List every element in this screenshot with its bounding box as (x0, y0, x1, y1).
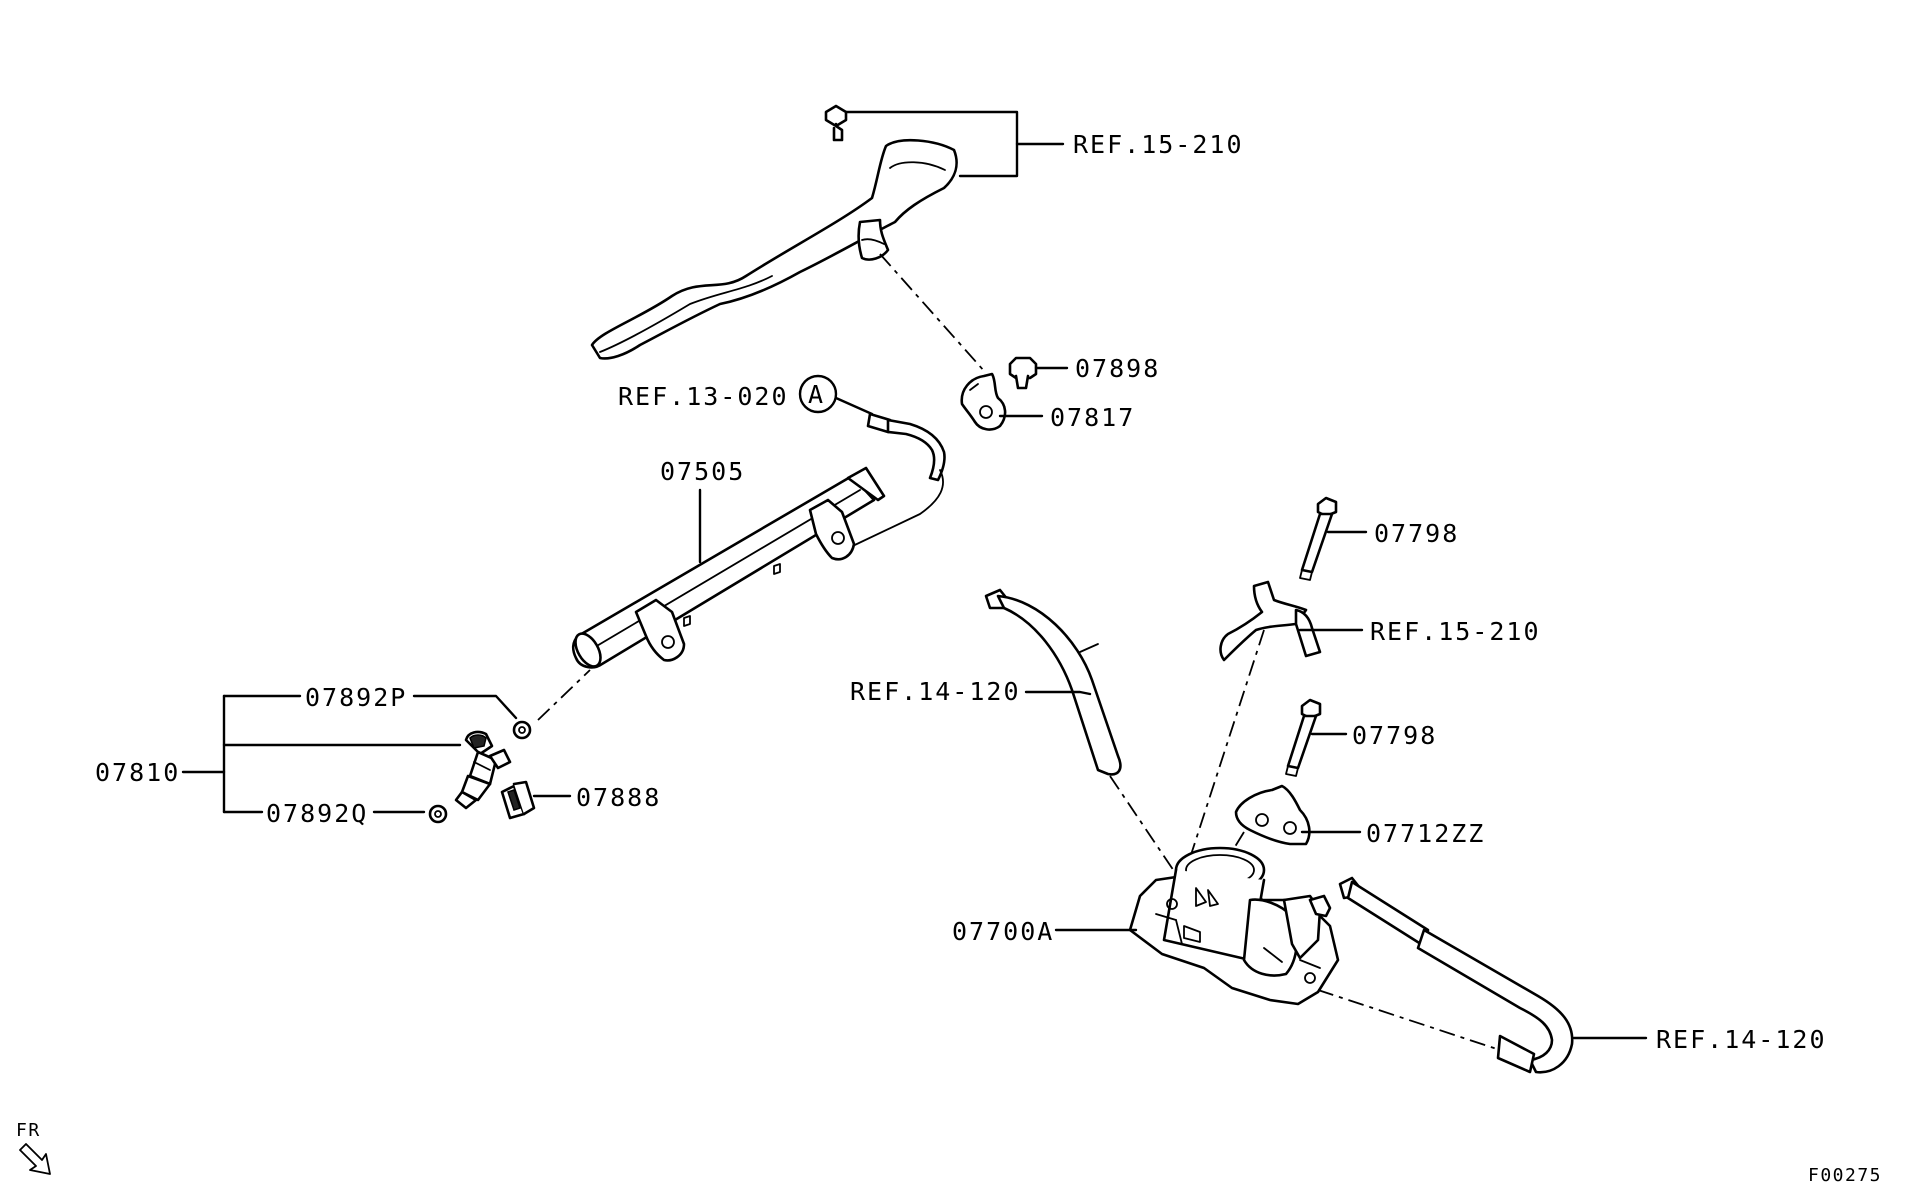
clip-07888 (500, 780, 536, 820)
throttle-body-07700a (1128, 846, 1340, 1006)
part-07810-label: 07810 (95, 758, 180, 787)
bolt-07798-upper (1299, 496, 1338, 581)
leader-ref-15-210-top (844, 110, 1065, 178)
part-07798-upper-label: 07798 (1374, 519, 1459, 548)
ref-13-020-label: REF.13-020 (618, 382, 789, 411)
part-07898-label: 07898 (1075, 354, 1160, 383)
alignment-line-rail-to-injector (537, 669, 591, 721)
heat-shield-bolt (824, 104, 848, 142)
front-direction-label: FR (16, 1120, 41, 1141)
hose-ref-14-120-left (984, 588, 1122, 776)
part-07892p-label: 07892P (305, 683, 407, 712)
part-07817-label: 07817 (1050, 403, 1135, 432)
part-07700a-label: 07700A (952, 917, 1054, 946)
part-07505-label: 07505 (660, 457, 745, 486)
part-07798-lower-label: 07798 (1352, 721, 1437, 750)
intake-duct-ref-15-210 (590, 138, 958, 360)
alignment-line-throttle-to-hose (1317, 989, 1501, 1051)
fuel-injector (454, 730, 512, 810)
alignment-line-duct-to-bracket (879, 253, 986, 373)
ref-14-120-right-label: REF.14-120 (1656, 1025, 1827, 1054)
leader-07810-group (181, 694, 462, 814)
bracket-07712zz (1234, 784, 1311, 846)
o-ring-07892q (428, 804, 448, 824)
bolt-07798-lower (1285, 698, 1322, 777)
front-arrow-icon (19, 1143, 51, 1175)
ref-15-210-mid-label: REF.15-210 (1370, 617, 1541, 646)
part-07712zz-label: 07712ZZ (1366, 819, 1485, 848)
ref-15-210-top-label: REF.15-210 (1073, 130, 1244, 159)
bolt-07898 (1008, 356, 1038, 390)
alignment-line-bracket-to-throttle (1187, 629, 1265, 865)
part-07892q-label: 07892Q (266, 799, 368, 828)
callout-a-label: A (808, 380, 825, 409)
leader-ref-14-120-left (1024, 690, 1092, 696)
hose-ref-14-120-right (1338, 876, 1574, 1074)
bracket-07817 (960, 372, 1007, 431)
fuel-rail-07505 (571, 466, 886, 669)
o-ring-07892p (512, 720, 532, 740)
fuel-hose-a (839, 412, 946, 553)
leader-callout-a (834, 396, 874, 416)
alignment-line-hose-to-throttle (1109, 775, 1181, 881)
leader-07892p (412, 694, 518, 720)
callout-a: A (798, 374, 838, 414)
ref-14-120-left-label: REF.14-120 (850, 677, 1021, 706)
bracket-ref-15-210-mid (1219, 580, 1322, 662)
figure-code: F00275 (1808, 1165, 1882, 1186)
part-07888-label: 07888 (576, 783, 661, 812)
